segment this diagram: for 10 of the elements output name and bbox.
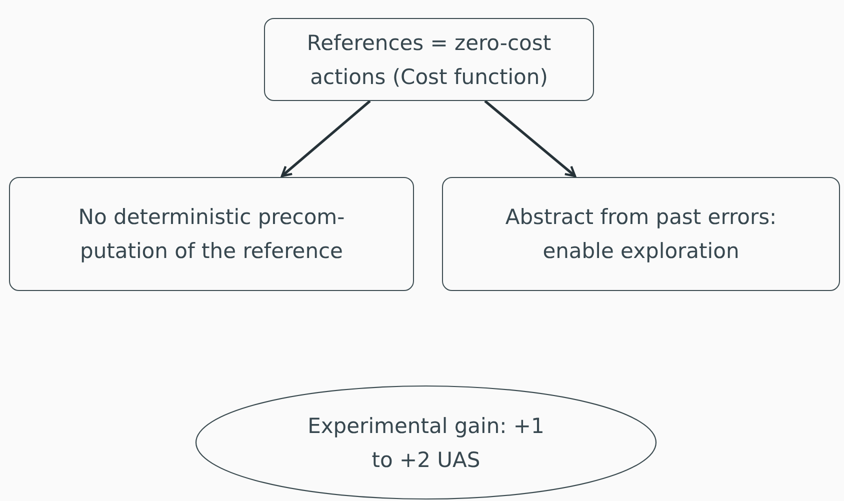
node-text: Experimental gain: +1 to +2 UAS <box>306 412 546 474</box>
node-text: Abstract from past errors: enable exploration <box>504 204 778 265</box>
process-box <box>442 177 840 291</box>
process-box <box>9 177 414 291</box>
node-text: References = zero-cost actions (Cost function) <box>306 30 552 90</box>
arrow <box>484 100 576 178</box>
ellipse-node <box>195 385 657 500</box>
node-text: No deterministic precom- putation of the reference <box>77 204 346 265</box>
process-box <box>264 18 594 101</box>
arrow <box>280 100 371 178</box>
